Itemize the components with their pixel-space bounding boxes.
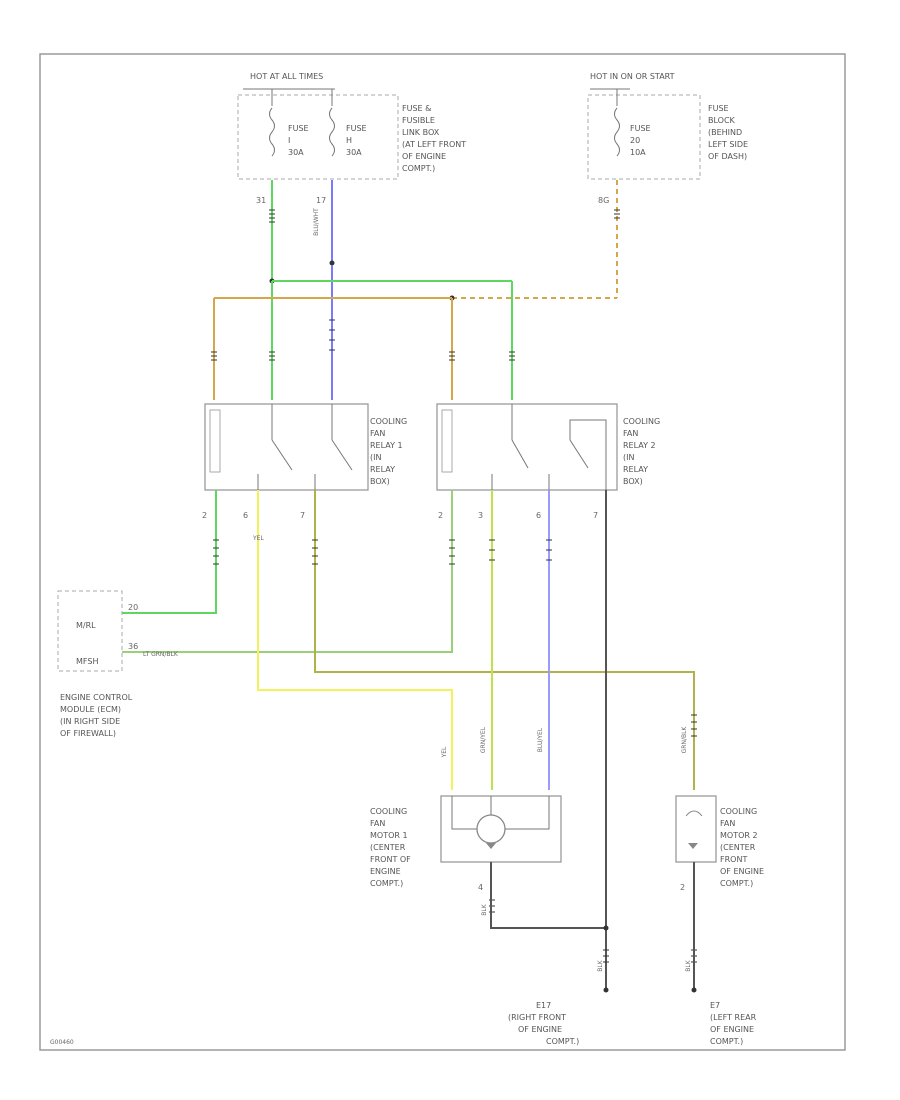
relay-2-contact-b <box>569 419 607 490</box>
connector-mark <box>614 209 620 219</box>
ecm-pin-mrl: M/RL <box>76 621 96 630</box>
diagram-border <box>39 53 846 1051</box>
relay-2-box <box>436 403 618 491</box>
motor-1-ground-symbol <box>486 843 496 849</box>
splice-ground <box>603 925 609 931</box>
wire-label-yel: YEL <box>441 746 448 758</box>
wire-green-ecm-upper <box>122 490 217 614</box>
fuse-h-symbol <box>329 107 335 157</box>
connector-mark <box>329 319 335 351</box>
relay-1-pin-7: 7 <box>300 511 305 520</box>
motor-1-box <box>440 795 562 863</box>
wire-label-grn-blk: GRN/BLK <box>681 726 688 754</box>
splice-blue <box>329 260 335 266</box>
connector-mark <box>213 539 219 565</box>
motor-1-lead-right <box>505 796 550 830</box>
relay-2-switch-b <box>569 439 589 469</box>
motor-1-symbol <box>476 814 506 844</box>
ecm-pin-36: 36 <box>128 642 138 651</box>
motor-2-label: COOLING FAN MOTOR 2 (CENTER FRONT OF ENG… <box>720 807 767 888</box>
motor-1-pin-4: 4 <box>478 883 483 892</box>
motor-2-pin-2: 2 <box>680 883 685 892</box>
connector-mark <box>449 539 455 565</box>
wire-label-blu-wht: BLU/WHT <box>313 208 320 236</box>
wire-yellow-motor1 <box>257 490 453 790</box>
motor-2-ground-symbol <box>688 843 698 849</box>
ground-e7-point <box>691 987 697 993</box>
relay-2-pin-3: 3 <box>478 511 483 520</box>
relay-2-coil <box>441 409 453 473</box>
connector-mark <box>211 351 217 361</box>
connector-mark <box>546 539 552 561</box>
fuse-link-box-label: FUSE & FUSIBLE LINK BOX (AT LEFT FRONT O… <box>402 104 469 173</box>
connector-mark <box>269 351 275 361</box>
figure-id: G00460 <box>50 1039 74 1046</box>
connector-mark <box>603 949 609 963</box>
motor-1-label: COOLING FAN MOTOR 1 (CENTER FRONT OF ENG… <box>370 807 413 888</box>
wire-label-blk-e17: BLK <box>597 959 604 971</box>
fuse-block-box <box>587 94 701 180</box>
wire-ltgrn-ecm-lower <box>122 490 453 653</box>
motor-2-symbol <box>685 810 703 817</box>
relay-1-switch-b <box>331 439 353 471</box>
relay-2-pin-6: 6 <box>536 511 541 520</box>
relay-1-switch-a <box>271 439 293 471</box>
fuse-20-symbol <box>614 107 620 157</box>
ground-e7-label: E7 (LEFT REAR OF ENGINE COMPT.) <box>710 1001 759 1046</box>
relay-2-pin-2: 2 <box>438 511 443 520</box>
connector-mark <box>449 351 455 361</box>
wire-label-ltgrn-blk: LT GRN/BLK <box>143 651 179 658</box>
wire-olive-motor2 <box>314 490 695 790</box>
connector-mark <box>509 351 515 361</box>
wire-label-blk-motor1: BLK <box>481 903 488 915</box>
relay-2-pin-7: 7 <box>593 511 598 520</box>
fuse-i-symbol <box>269 107 275 157</box>
relay-1-coil <box>209 409 221 473</box>
hot-at-all-times-label: HOT AT ALL TIMES <box>250 72 323 81</box>
ground-e17-point <box>603 987 609 993</box>
relay-1-pin-6: 6 <box>243 511 248 520</box>
hot-in-on-label: HOT IN ON OR START <box>590 72 675 81</box>
wire-label-blk-motor2: BLK <box>685 959 692 971</box>
connector-markers <box>211 209 697 963</box>
pin-8g: 8G <box>598 196 609 205</box>
wire-label-grn-yel: GRN/YEL <box>480 726 487 753</box>
ecm-pin-mfsh: MFSH <box>76 657 98 666</box>
motor-1-lead-left <box>451 796 477 830</box>
relay-1-label: COOLING FAN RELAY 1 (IN RELAY BOX) <box>370 417 410 486</box>
wire-black-motor1-ground <box>490 862 606 929</box>
fuse-link-box <box>237 94 399 180</box>
relay-2-label: COOLING FAN RELAY 2 (IN RELAY BOX) <box>623 417 663 486</box>
wire-label-yel-relay: YEL <box>252 535 264 542</box>
pin-17: 17 <box>316 196 326 205</box>
ecm-box <box>57 590 123 672</box>
connector-mark <box>489 539 495 561</box>
pin-31: 31 <box>256 196 266 205</box>
ground-e17-label: E17 (RIGHT FRONT OF ENGINE COMPT.) <box>508 1001 579 1046</box>
ecm-pin-20: 20 <box>128 603 138 612</box>
motor-2-box <box>675 795 717 863</box>
fuse-20-text: FUSE 20 10A <box>630 124 653 157</box>
relay-1-box <box>204 403 369 491</box>
connector-mark <box>269 209 275 223</box>
fuse-i-text: FUSE I 30A <box>288 124 311 157</box>
relay-2-switch-a <box>511 439 529 469</box>
connector-mark <box>312 539 318 565</box>
ecm-label: ENGINE CONTROL MODULE (ECM) (IN RIGHT SI… <box>60 693 135 738</box>
connector-mark <box>691 714 697 737</box>
wire-label-blu-yel: BLU/YEL <box>537 727 544 752</box>
relay-1-pin-2: 2 <box>202 511 207 520</box>
fuse-h-text: FUSE H 30A <box>346 124 369 157</box>
fuse-block-label: FUSE BLOCK (BEHIND LEFT SIDE OF DASH) <box>708 104 751 161</box>
